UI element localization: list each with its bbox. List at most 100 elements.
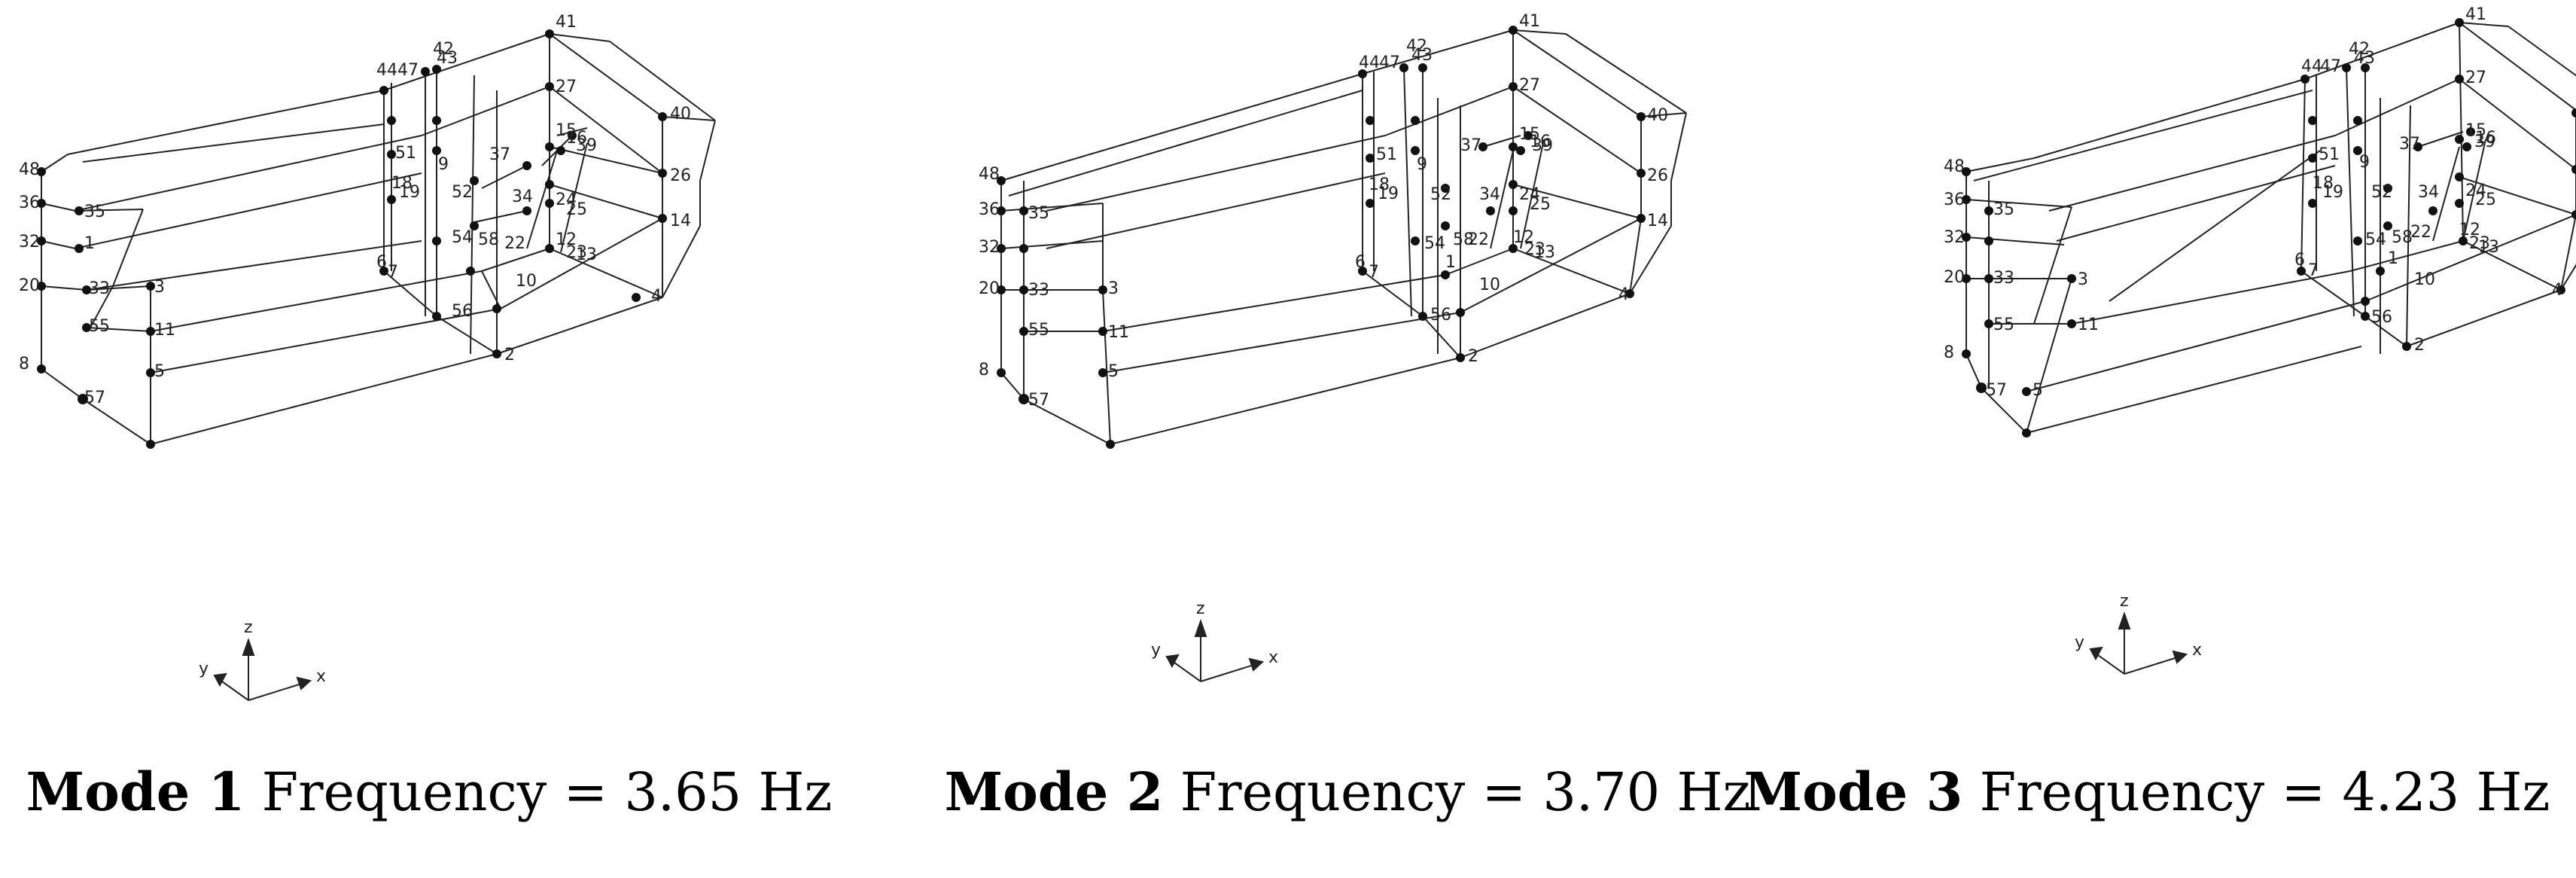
svg-text:13: 13 bbox=[1534, 243, 1555, 262]
svg-text:15: 15 bbox=[2465, 121, 2486, 140]
svg-text:12: 12 bbox=[556, 230, 577, 249]
svg-text:36: 36 bbox=[19, 194, 40, 212]
svg-text:36: 36 bbox=[979, 200, 1000, 219]
svg-text:2: 2 bbox=[504, 346, 515, 364]
svg-text:x: x bbox=[2192, 641, 2202, 660]
axis-triad bbox=[213, 637, 312, 701]
svg-text:y: y bbox=[199, 660, 209, 678]
svg-text:39: 39 bbox=[1532, 136, 1553, 155]
svg-text:34: 34 bbox=[512, 187, 533, 206]
svg-text:20: 20 bbox=[1944, 268, 1965, 287]
svg-text:27: 27 bbox=[2465, 69, 2486, 87]
svg-text:41: 41 bbox=[1519, 12, 1540, 31]
svg-text:58: 58 bbox=[2392, 228, 2413, 247]
svg-text:54: 54 bbox=[1424, 234, 1445, 253]
svg-text:48: 48 bbox=[1944, 157, 1965, 176]
svg-text:20: 20 bbox=[979, 279, 1000, 298]
svg-text:23: 23 bbox=[566, 243, 587, 262]
mode-1-panel: 48 36 32 20 8 35 1 33 3 55 57 11 5 44 47… bbox=[0, 0, 858, 878]
svg-text:47: 47 bbox=[1379, 53, 1400, 72]
svg-text:18: 18 bbox=[2313, 174, 2334, 193]
svg-text:4: 4 bbox=[1618, 285, 1629, 304]
svg-text:2: 2 bbox=[2414, 336, 2425, 355]
svg-text:15: 15 bbox=[1519, 125, 1540, 144]
svg-text:9: 9 bbox=[1417, 155, 1427, 174]
svg-text:15: 15 bbox=[556, 121, 577, 140]
svg-text:22: 22 bbox=[504, 234, 525, 253]
svg-text:26: 26 bbox=[1647, 166, 1668, 185]
svg-text:18: 18 bbox=[1369, 175, 1390, 194]
svg-text:23: 23 bbox=[2469, 234, 2490, 253]
svg-text:24: 24 bbox=[556, 191, 577, 209]
svg-text:43: 43 bbox=[1411, 46, 1433, 65]
svg-text:37: 37 bbox=[1460, 136, 1481, 155]
svg-text:56: 56 bbox=[1430, 306, 1451, 325]
svg-text:51: 51 bbox=[395, 144, 416, 163]
svg-text:2: 2 bbox=[1468, 347, 1478, 366]
svg-text:y: y bbox=[2075, 633, 2084, 652]
svg-text:41: 41 bbox=[556, 13, 577, 32]
frequency-text: Frequency = 3.70 Hz bbox=[1180, 761, 1751, 823]
svg-text:48: 48 bbox=[19, 160, 40, 179]
svg-text:41: 41 bbox=[2465, 5, 2486, 24]
svg-text:37: 37 bbox=[489, 145, 510, 164]
svg-text:3: 3 bbox=[2078, 270, 2088, 289]
svg-text:8: 8 bbox=[19, 355, 29, 373]
mode-label: Mode 2 bbox=[944, 761, 1164, 823]
svg-text:20: 20 bbox=[19, 276, 40, 295]
svg-text:10: 10 bbox=[516, 272, 537, 291]
svg-text:44: 44 bbox=[1359, 53, 1380, 72]
mode-label: Mode 3 bbox=[1743, 761, 1963, 823]
mode-3-wireframe: 48 36 32 20 8 35 33 3 55 57 11 5 44 47 4… bbox=[1944, 5, 2576, 675]
svg-text:35: 35 bbox=[84, 203, 105, 221]
svg-text:6: 6 bbox=[1355, 253, 1366, 272]
svg-text:36: 36 bbox=[1944, 191, 1965, 209]
svg-text:37: 37 bbox=[2399, 135, 2420, 154]
mode-1-caption: Mode 1 Frequency = 3.65 Hz bbox=[0, 761, 858, 823]
svg-text:9: 9 bbox=[438, 155, 449, 174]
svg-text:25: 25 bbox=[1530, 195, 1551, 214]
svg-text:24: 24 bbox=[1519, 185, 1540, 204]
svg-text:12: 12 bbox=[2459, 221, 2480, 239]
mode-2-panel: 48 36 32 20 8 35 33 3 55 57 11 5 44 47 4… bbox=[918, 0, 1777, 878]
svg-text:1: 1 bbox=[2388, 249, 2398, 268]
svg-text:19: 19 bbox=[399, 183, 420, 202]
svg-text:35: 35 bbox=[1993, 200, 2014, 219]
svg-text:25: 25 bbox=[566, 200, 587, 219]
svg-text:47: 47 bbox=[397, 61, 419, 80]
mode-2-caption: Mode 2 Frequency = 3.70 Hz bbox=[918, 761, 1777, 823]
svg-text:44: 44 bbox=[2301, 57, 2322, 76]
svg-text:55: 55 bbox=[89, 317, 110, 336]
svg-text:57: 57 bbox=[1028, 391, 1049, 410]
svg-text:51: 51 bbox=[1376, 145, 1397, 164]
svg-text:5: 5 bbox=[2032, 381, 2043, 400]
frequency-text: Frequency = 4.23 Hz bbox=[1979, 761, 2550, 823]
svg-text:19: 19 bbox=[2322, 183, 2343, 202]
svg-text:5: 5 bbox=[154, 362, 165, 381]
svg-text:3: 3 bbox=[154, 278, 165, 297]
svg-text:3: 3 bbox=[1108, 279, 1119, 298]
svg-text:33: 33 bbox=[89, 279, 110, 298]
svg-text:1: 1 bbox=[84, 234, 95, 253]
svg-text:55: 55 bbox=[1993, 316, 2014, 334]
svg-text:12: 12 bbox=[1513, 228, 1534, 247]
svg-text:10: 10 bbox=[1479, 276, 1500, 294]
svg-text:44: 44 bbox=[376, 61, 397, 80]
svg-text:22: 22 bbox=[1468, 230, 1489, 249]
svg-text:58: 58 bbox=[1453, 230, 1474, 249]
svg-text:39: 39 bbox=[576, 136, 597, 155]
svg-text:1: 1 bbox=[1445, 253, 1456, 272]
svg-text:57: 57 bbox=[1986, 381, 2007, 400]
svg-text:18: 18 bbox=[391, 174, 413, 193]
svg-text:16: 16 bbox=[2475, 129, 2496, 148]
svg-text:z: z bbox=[1196, 599, 1205, 618]
svg-text:14: 14 bbox=[670, 212, 691, 230]
svg-text:6: 6 bbox=[376, 253, 387, 272]
mode-1-wireframe: 48 36 32 20 8 35 1 33 3 55 57 11 5 44 47… bbox=[19, 13, 716, 701]
mode-label: Mode 1 bbox=[26, 761, 245, 823]
svg-text:35: 35 bbox=[1028, 204, 1049, 223]
svg-text:19: 19 bbox=[1378, 184, 1399, 203]
svg-text:7: 7 bbox=[1369, 263, 1379, 282]
svg-text:8: 8 bbox=[1944, 343, 1954, 362]
svg-text:25: 25 bbox=[2475, 191, 2496, 209]
